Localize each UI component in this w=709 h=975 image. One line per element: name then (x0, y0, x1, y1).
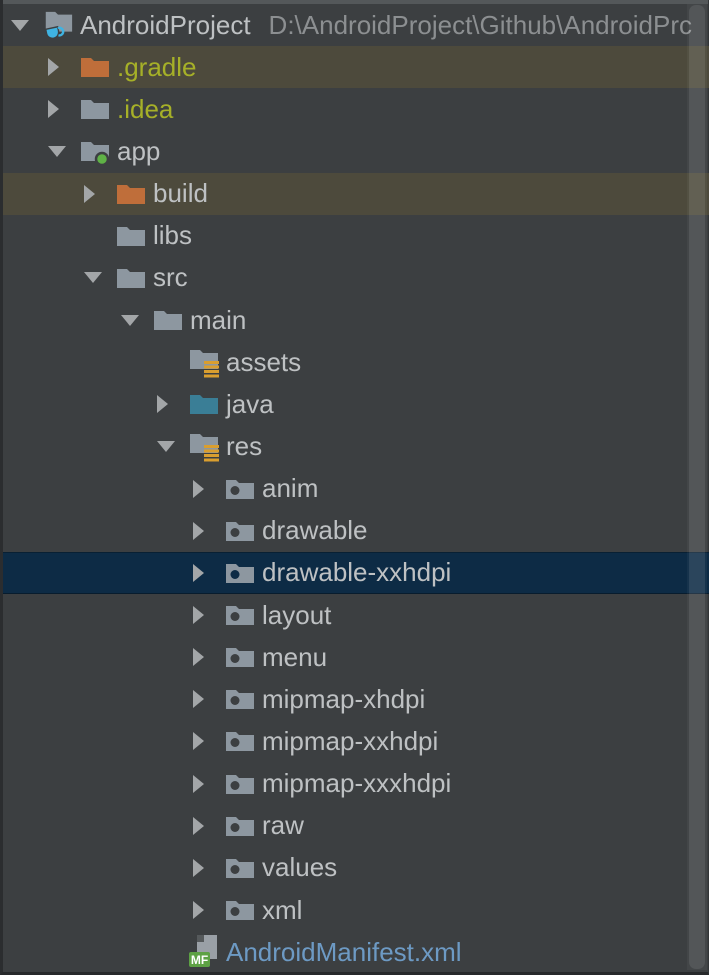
manifest-file-icon: MF (188, 934, 220, 970)
folder-icon (152, 305, 184, 335)
tree-row-assets[interactable]: assets (3, 341, 709, 383)
tree-row-main[interactable]: main (3, 299, 709, 341)
tree-item-label: app (117, 135, 161, 166)
tree-row-mipmap-xhdpi[interactable]: mipmap-xhdpi (3, 678, 709, 720)
tree-item-label: java (226, 388, 274, 419)
tree-item-label: assets (226, 346, 302, 377)
res-subfolder-icon (224, 684, 256, 714)
collapsed-arrow-icon[interactable] (193, 648, 218, 667)
tree-item-label: mipmap-xxxhdpi (262, 768, 452, 799)
project-path: D:\AndroidProject\Github\AndroidPrc (268, 9, 692, 40)
res-subfolder-icon (224, 769, 256, 799)
expanded-arrow-icon[interactable] (11, 19, 36, 31)
tree-item-label: libs (153, 220, 193, 251)
tree-item-label: .idea (117, 93, 174, 124)
collapsed-arrow-icon[interactable] (48, 100, 73, 119)
tree-row-anim[interactable]: anim (3, 468, 709, 510)
toolbar-divider (3, 0, 708, 4)
project-folder-icon (42, 7, 74, 43)
tree-row-xml[interactable]: xml (3, 889, 709, 931)
tree-row-menu[interactable]: menu (3, 636, 709, 678)
tree-row-androidproject[interactable]: AndroidProject D:\AndroidProject\Github\A… (3, 4, 709, 46)
collapsed-arrow-icon[interactable] (193, 858, 218, 877)
expanded-arrow-icon[interactable] (84, 272, 109, 284)
svg-text:MF: MF (191, 953, 208, 967)
tree-row-app[interactable]: app (3, 130, 709, 172)
tree-row-drawable-xxhdpi[interactable]: drawable-xxhdpi (3, 551, 709, 594)
source-folder-icon (188, 389, 220, 419)
tree-row-layout[interactable]: layout (3, 594, 709, 636)
collapsed-arrow-icon[interactable] (157, 395, 182, 414)
tree-item-label: .gradle (117, 51, 197, 82)
collapsed-arrow-icon[interactable] (193, 563, 218, 582)
res-subfolder-icon (224, 516, 256, 546)
tree-row-src[interactable]: src (3, 257, 709, 299)
tree-item-label: layout (262, 599, 332, 630)
tree-item-label: anim (262, 473, 319, 504)
resources-folder-icon (188, 344, 220, 380)
tree-item-label: main (190, 304, 247, 335)
vertical-scrollbar[interactable] (687, 4, 707, 970)
collapsed-arrow-icon[interactable] (193, 479, 218, 498)
collapsed-arrow-icon[interactable] (193, 690, 218, 709)
collapsed-arrow-icon[interactable] (193, 732, 218, 751)
tree-row-gradle[interactable]: .gradle (3, 46, 709, 89)
project-tree: AndroidProject D:\AndroidProject\Github\A… (3, 4, 709, 973)
tree-row-mipmap-xxhdpi[interactable]: mipmap-xxhdpi (3, 720, 709, 762)
res-subfolder-icon (224, 558, 256, 588)
res-subfolder-icon (224, 811, 256, 841)
res-subfolder-icon (224, 726, 256, 756)
tree-row-res[interactable]: res (3, 425, 709, 467)
tree-row-androidmanifest-xml[interactable]: MF AndroidManifest.xml (3, 931, 709, 973)
orange-folder-icon (115, 179, 147, 209)
tree-row-idea[interactable]: .idea (3, 88, 709, 130)
scrollbar-thumb[interactable] (689, 5, 705, 969)
tree-item-label: values (262, 852, 338, 883)
tree-row-raw[interactable]: raw (3, 805, 709, 847)
collapsed-arrow-icon[interactable] (193, 774, 218, 793)
collapsed-arrow-icon[interactable] (193, 521, 218, 540)
expanded-arrow-icon[interactable] (48, 145, 73, 157)
collapsed-arrow-icon[interactable] (48, 58, 73, 77)
tree-item-label: build (153, 178, 208, 209)
folder-icon (79, 94, 111, 124)
collapsed-arrow-icon[interactable] (193, 606, 218, 625)
tree-row-libs[interactable]: libs (3, 215, 709, 257)
tree-item-label: AndroidManifest.xml (226, 936, 462, 967)
tree-row-values[interactable]: values (3, 847, 709, 889)
tree-item-label: raw (262, 810, 304, 841)
res-subfolder-icon (224, 474, 256, 504)
tree-item-label: xml (262, 894, 303, 925)
resources-folder-icon (188, 428, 220, 464)
tree-row-drawable[interactable]: drawable (3, 510, 709, 552)
orange-folder-icon (79, 52, 111, 82)
collapsed-arrow-icon[interactable] (84, 184, 109, 203)
tree-item-label: drawable (262, 515, 368, 546)
tree-item-label: mipmap-xxhdpi (262, 725, 439, 756)
tree-row-build[interactable]: build (3, 172, 709, 215)
collapsed-arrow-icon[interactable] (193, 901, 218, 920)
tree-item-label: src (153, 262, 188, 293)
module-folder-icon (79, 136, 111, 167)
res-subfolder-icon (224, 642, 256, 672)
collapsed-arrow-icon[interactable] (193, 816, 218, 835)
res-subfolder-icon (224, 853, 256, 883)
tree-item-label: AndroidProject (80, 9, 251, 40)
tree-row-java[interactable]: java (3, 383, 709, 425)
expanded-arrow-icon[interactable] (157, 440, 182, 452)
tree-item-label: menu (262, 641, 328, 672)
res-subfolder-icon (224, 600, 256, 630)
expanded-arrow-icon[interactable] (121, 314, 146, 326)
tree-item-label: mipmap-xhdpi (262, 683, 426, 714)
tree-item-label: res (226, 430, 263, 461)
folder-icon (115, 263, 147, 293)
tree-item-label: drawable-xxhdpi (262, 557, 452, 588)
tree-row-mipmap-xxxhdpi[interactable]: mipmap-xxxhdpi (3, 763, 709, 805)
folder-icon (115, 221, 147, 251)
res-subfolder-icon (224, 895, 256, 925)
